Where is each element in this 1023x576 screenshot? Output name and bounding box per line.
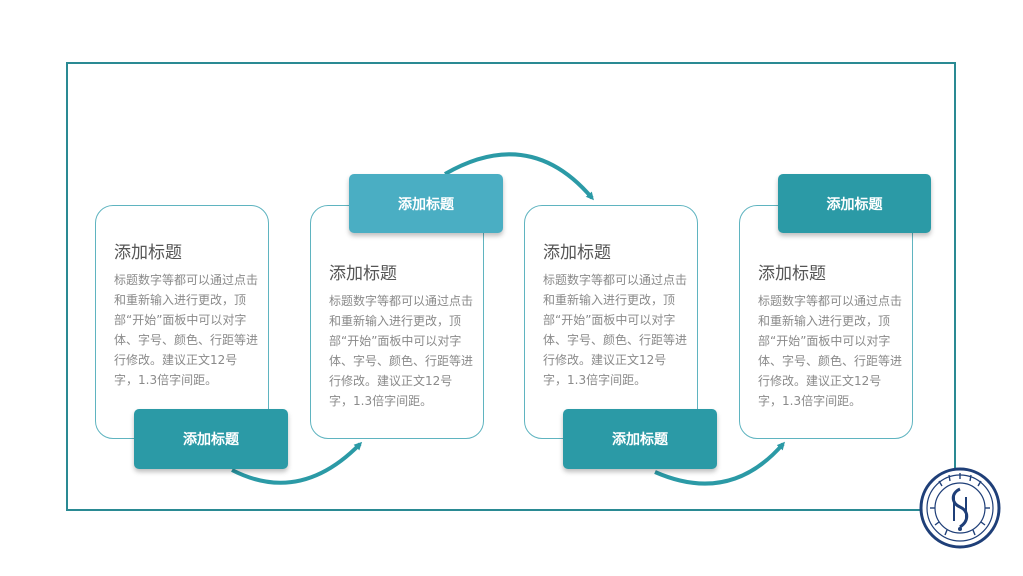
step-card-1: 添加标题 标题数字等都可以通过点击和重新输入进行更改，顶部“开始”面板中可以对字… — [95, 205, 269, 439]
step-description: 标题数字等都可以通过点击和重新输入进行更改，顶部“开始”面板中可以对字体、字号、… — [758, 294, 903, 408]
step-tag-3[interactable]: 添加标题 — [563, 409, 717, 469]
step-tag-1[interactable]: 添加标题 — [134, 409, 288, 469]
step-description: 标题数字等都可以通过点击和重新输入进行更改，顶部“开始”面板中可以对字体、字号、… — [114, 273, 259, 387]
step-description: 标题数字等都可以通过点击和重新输入进行更改，顶部“开始”面板中可以对字体、字号、… — [543, 273, 688, 387]
step-title: 添加标题 — [329, 264, 397, 284]
content-frame — [66, 62, 956, 511]
step-tag-4[interactable]: 添加标题 — [778, 174, 931, 233]
step-description: 标题数字等都可以通过点击和重新输入进行更改，顶部“开始”面板中可以对字体、字号、… — [329, 294, 474, 408]
university-seal-icon — [919, 467, 1001, 549]
step-card-4: 添加标题 标题数字等都可以通过点击和重新输入进行更改，顶部“开始”面板中可以对字… — [739, 205, 913, 439]
step-title: 添加标题 — [758, 264, 826, 284]
step-card-3: 添加标题 标题数字等都可以通过点击和重新输入进行更改，顶部“开始”面板中可以对字… — [524, 205, 698, 439]
step-card-2: 添加标题 标题数字等都可以通过点击和重新输入进行更改，顶部“开始”面板中可以对字… — [310, 205, 484, 439]
arrow-step3-to-step4 — [654, 441, 785, 486]
arrow-step1-to-step2 — [231, 441, 363, 485]
step-title: 添加标题 — [114, 243, 182, 263]
step-title: 添加标题 — [543, 243, 611, 263]
arrow-step2-to-step3 — [444, 152, 594, 201]
step-tag-2[interactable]: 添加标题 — [349, 174, 503, 233]
